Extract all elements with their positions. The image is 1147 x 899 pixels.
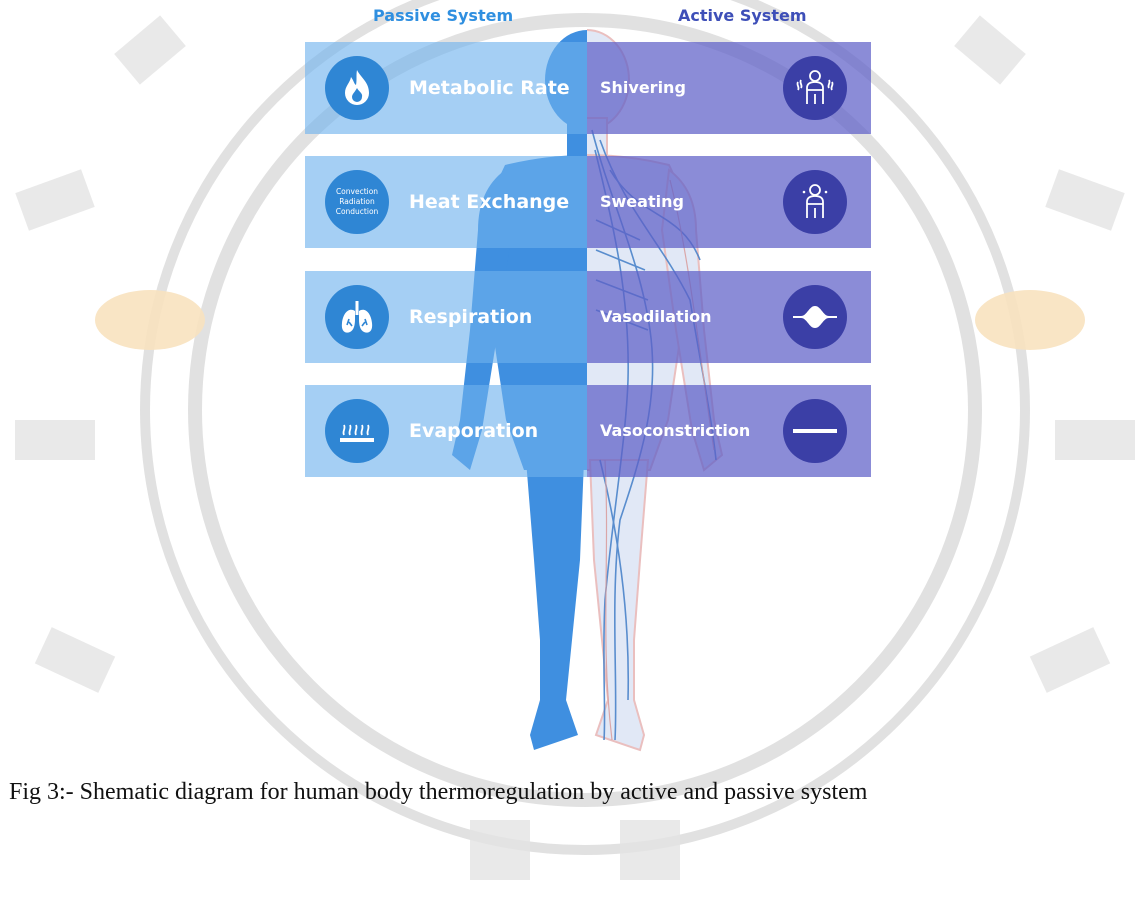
heat-exchange-convection-text: Convection (336, 187, 378, 197)
flame-icon (325, 56, 389, 120)
band-sweating: Sweating (587, 156, 871, 248)
band-metabolic-rate: Metabolic Rate (305, 42, 587, 134)
evaporation-icon (325, 399, 389, 463)
active-label-vasodilation: Vasodilation (600, 307, 712, 326)
band-heat-exchange: Convection Radiation Conduction Heat Exc… (305, 156, 587, 248)
heat-exchange-icon: Convection Radiation Conduction (325, 170, 389, 234)
passive-label-respiration: Respiration (409, 306, 532, 328)
passive-system-heading: Passive System (373, 6, 513, 25)
figure-caption: Fig 3:- Shematic diagram for human body … (9, 779, 1147, 806)
active-system-heading: Active System (678, 6, 807, 25)
band-shivering: Shivering (587, 42, 871, 134)
active-label-vasoconstriction: Vasoconstriction (600, 421, 750, 440)
lungs-icon (325, 285, 389, 349)
passive-label-evaporation: Evaporation (409, 420, 538, 442)
constricted-vessel-icon (783, 399, 847, 463)
shivering-person-icon (783, 56, 847, 120)
passive-label-heat-exchange: Heat Exchange (409, 191, 569, 213)
active-label-sweating: Sweating (600, 192, 684, 211)
passive-label-metabolic-rate: Metabolic Rate (409, 77, 570, 99)
active-label-shivering: Shivering (600, 78, 686, 97)
band-evaporation: Evaporation (305, 385, 587, 477)
heat-exchange-radiation-text: Radiation (339, 197, 374, 207)
band-vasodilation: Vasodilation (587, 271, 871, 363)
heat-exchange-conduction-text: Conduction (336, 207, 379, 217)
sweating-person-icon (783, 170, 847, 234)
band-vasoconstriction: Vasoconstriction (587, 385, 871, 477)
dilated-vessel-icon (783, 285, 847, 349)
band-respiration: Respiration (305, 271, 587, 363)
